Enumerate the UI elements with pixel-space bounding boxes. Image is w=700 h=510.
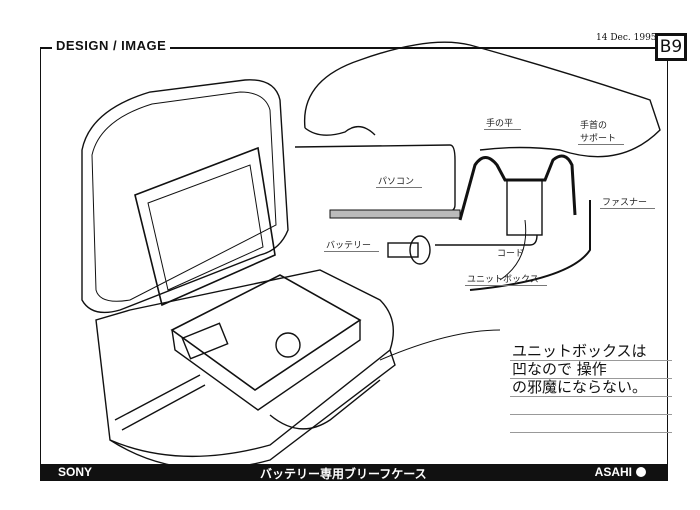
frame-top-right <box>170 47 655 49</box>
hand-outline <box>303 41 661 158</box>
label-pc: パソコン <box>376 174 423 188</box>
handle <box>269 379 381 430</box>
pc-section <box>294 144 456 213</box>
label-cord: コード <box>497 249 525 259</box>
note-line: ユニットボックスは <box>510 343 672 361</box>
laptop-body <box>170 274 362 391</box>
frame-top-left <box>40 47 52 49</box>
studio-name: ASAHI <box>595 465 646 479</box>
label-palm: 手の平 <box>484 116 522 130</box>
box-wall <box>458 154 577 221</box>
product-name: バッテリー専用ブリーフケース <box>260 467 427 481</box>
title-block: SONY バッテリー専用ブリーフケース ASAHI <box>40 464 668 481</box>
case-lid-inner <box>91 91 277 302</box>
label-unit-box: ユニットボックス <box>465 272 547 286</box>
design-note: ユニットボックスは 凹なので 操作 の邪魔にならない。 <box>510 343 672 433</box>
laptop-trackpad <box>275 332 301 358</box>
studio-logo-icon <box>636 467 646 477</box>
label-fastener: ファスナー <box>600 195 656 209</box>
pad-layer <box>329 209 461 219</box>
label-wrist-support-2: サポート <box>578 131 625 145</box>
laptop-screen-inner <box>147 164 264 291</box>
note-blank-line <box>510 415 672 433</box>
strap <box>114 374 206 431</box>
cord <box>435 234 538 246</box>
leader-note <box>379 329 501 361</box>
studio-label: ASAHI <box>594 465 632 479</box>
page-number: B9 <box>655 33 687 61</box>
brand-name: SONY <box>58 465 93 479</box>
laptop-body-side <box>171 320 361 411</box>
label-battery: バッテリー <box>324 238 380 252</box>
fastener-line <box>469 200 591 291</box>
laptop-screen <box>134 146 276 307</box>
battery-plug-stem <box>387 242 419 258</box>
battery-plug <box>409 235 431 265</box>
thumb-outline <box>304 126 376 136</box>
sheet-date: 14 Dec. 1995 <box>596 33 657 43</box>
note-blank-line <box>510 397 672 415</box>
sheet-title: DESIGN / IMAGE <box>56 38 167 53</box>
note-line: の邪魔にならない。 <box>510 379 672 397</box>
case-lid <box>81 79 289 314</box>
case-base-front <box>109 349 396 470</box>
leader-unitbox <box>499 219 527 281</box>
case-base <box>95 269 394 458</box>
note-line: 凹なので 操作 <box>510 361 672 379</box>
label-wrist-support-1: 手首の <box>580 121 608 131</box>
laptop-keypad <box>181 322 229 360</box>
unit-box <box>506 179 543 236</box>
